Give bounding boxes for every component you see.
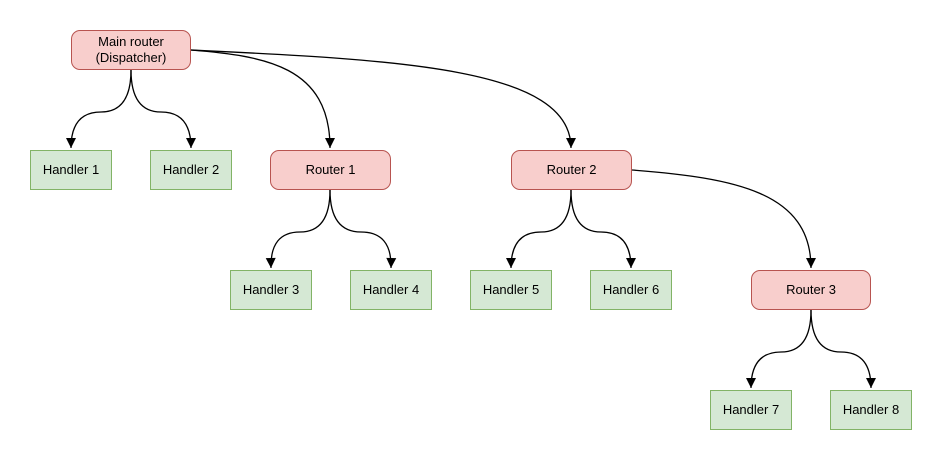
node-router-2: Router 2 — [511, 150, 632, 190]
node-handler-2: Handler 2 — [150, 150, 232, 190]
node-label: Handler 8 — [842, 402, 900, 418]
edge-router-1-to-handler-4 — [329, 189, 397, 269]
edge-router-2-to-handler-6 — [570, 189, 636, 269]
edge-main-to-router-2 — [190, 49, 576, 149]
edge-router-1-to-handler-3 — [265, 189, 331, 269]
edge-router-3-to-handler-8 — [810, 309, 876, 389]
node-label: Handler 5 — [482, 282, 540, 298]
node-handler-3: Handler 3 — [230, 270, 312, 310]
node-label-line2: (Dispatcher) — [95, 50, 167, 65]
node-label: Handler 1 — [42, 162, 100, 178]
node-label: Router 1 — [305, 162, 356, 178]
edge-router-2-to-router-3 — [631, 169, 816, 269]
node-label: Handler 3 — [242, 282, 300, 298]
node-label: Router 2 — [546, 162, 597, 178]
node-handler-5: Handler 5 — [470, 270, 552, 310]
node-main-router: Main router (Dispatcher) — [71, 30, 191, 70]
node-handler-6: Handler 6 — [590, 270, 672, 310]
node-label-line1: Main router — [98, 34, 164, 50]
edge-main-to-handler-1 — [66, 69, 132, 149]
edge-main-to-handler-2 — [130, 69, 196, 149]
node-label: Handler 4 — [362, 282, 420, 298]
node-label: Router 3 — [786, 282, 836, 298]
node-handler-7: Handler 7 — [710, 390, 792, 430]
node-label: Handler 6 — [602, 282, 660, 298]
node-handler-4: Handler 4 — [350, 270, 432, 310]
node-router-3: Router 3 — [751, 270, 871, 310]
node-router-1: Router 1 — [270, 150, 391, 190]
node-label: Handler 7 — [722, 402, 780, 418]
edge-main-to-router-1 — [190, 49, 335, 149]
node-handler-8: Handler 8 — [830, 390, 912, 430]
node-label: Handler 2 — [162, 162, 220, 178]
edge-router-3-to-handler-7 — [746, 309, 812, 389]
edge-router-2-to-handler-5 — [506, 189, 572, 269]
node-handler-1: Handler 1 — [30, 150, 112, 190]
